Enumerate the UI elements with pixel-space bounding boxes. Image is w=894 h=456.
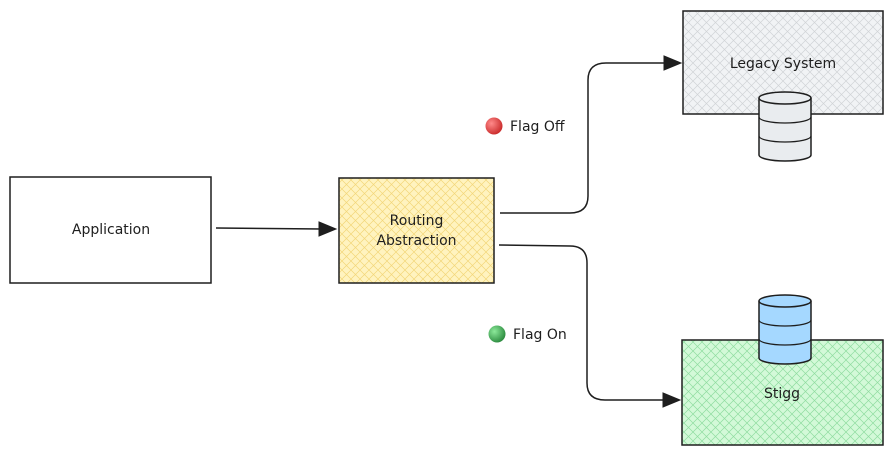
stigg-database-icon (758, 294, 812, 365)
routing-box (338, 177, 495, 284)
application-node[interactable]: Application (9, 176, 212, 284)
stigg-label: Stigg (764, 386, 800, 402)
green-circle-icon (488, 325, 506, 343)
arrow-flag-on (498, 244, 682, 408)
arrow-flag-off (500, 55, 683, 214)
legacy-system-node[interactable]: Legacy System (682, 10, 884, 115)
routing-abstraction-node[interactable]: Routing Abstraction (338, 177, 495, 284)
legacy-label: Legacy System (730, 56, 836, 72)
routing-label-line1: Routing (390, 213, 444, 229)
application-box (9, 176, 212, 284)
red-circle-icon (485, 117, 503, 135)
application-label: Application (72, 222, 150, 238)
flag-on-text: Flag On (513, 327, 567, 343)
flag-off-text: Flag Off (510, 119, 565, 135)
routing-label-line2: Abstraction (376, 233, 456, 249)
flag-off-label: Flag Off (485, 117, 565, 135)
legacy-database-icon (758, 91, 812, 162)
flag-on-label: Flag On (488, 325, 567, 343)
arrow-application-to-routing (215, 221, 338, 237)
